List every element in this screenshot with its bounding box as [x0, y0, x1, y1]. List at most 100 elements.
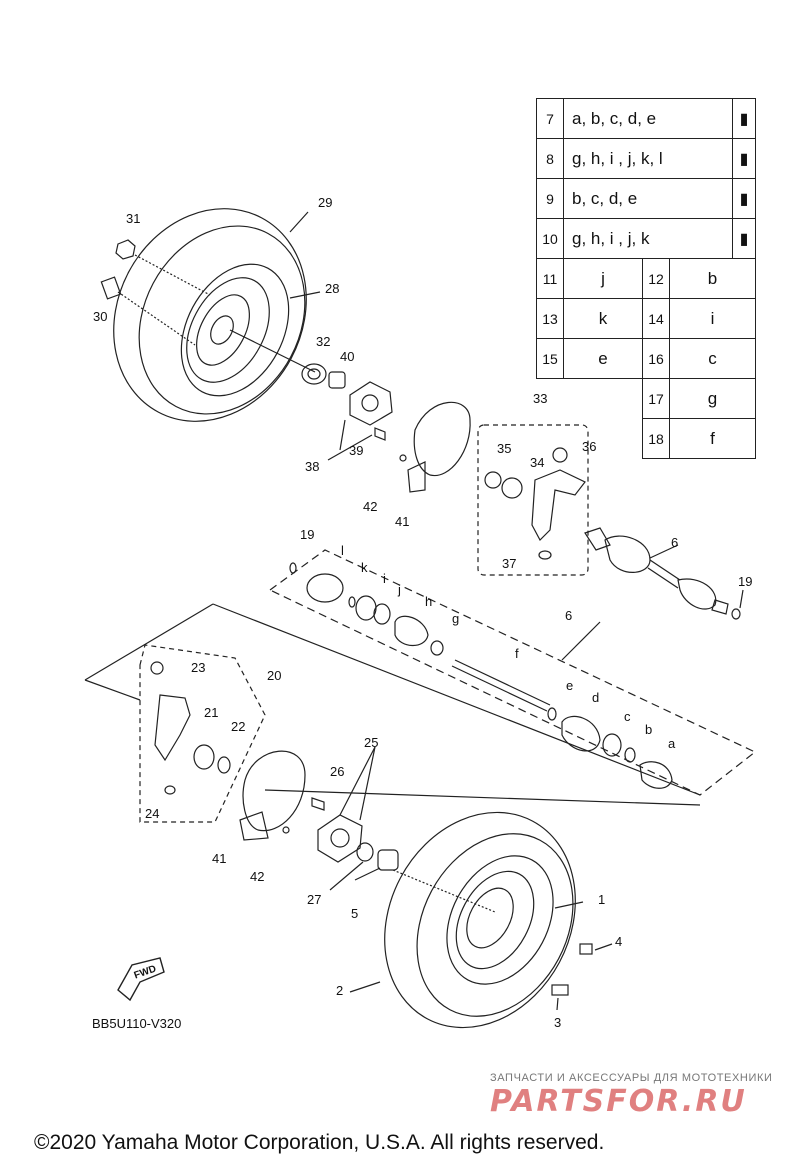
callout-c: c	[624, 709, 631, 724]
collar-5	[377, 849, 399, 871]
watermark-brand: PARTSFOR.RU	[490, 1084, 747, 1119]
callout-19: 19	[300, 527, 315, 542]
callout-26: 26	[330, 764, 345, 779]
drive-shaft-assembly	[584, 527, 729, 615]
callout-h: h	[425, 594, 433, 609]
circlip-k	[348, 596, 356, 608]
band-g	[430, 640, 444, 656]
callout-f: f	[515, 646, 519, 661]
table-cell-contents: g, h, i , j, k, l	[563, 138, 733, 179]
callout-4: 4	[615, 934, 623, 949]
bolt-26	[311, 797, 325, 811]
callout-30: 30	[93, 309, 108, 324]
circlip-e	[547, 707, 557, 721]
wheel-nut-4	[579, 943, 593, 955]
table-cell-contents: c	[669, 338, 756, 379]
joint-a	[639, 761, 673, 789]
callout-29: 29	[318, 195, 333, 210]
knuckle-group-box-33	[477, 424, 589, 576]
table-cell-contents: a, b, c, d, e	[563, 98, 733, 139]
brake-disc-upper	[407, 401, 471, 493]
bolt-42-lower	[282, 826, 290, 834]
knuckle-21	[154, 694, 191, 762]
callout-i: i	[383, 571, 386, 586]
table-cell-contents: e	[563, 338, 643, 379]
bearing-32	[301, 363, 327, 385]
table-cell-num: 14	[642, 298, 670, 339]
callout-2: 2	[336, 983, 344, 998]
callout-23: 23	[191, 660, 206, 675]
shaft-f	[454, 659, 551, 706]
boot-h	[394, 615, 429, 647]
bolt-39	[374, 427, 386, 441]
table-row: 9 b, c, d, e ▮	[536, 178, 756, 219]
callout-a: a	[668, 736, 676, 751]
collar-40	[328, 371, 346, 389]
callout-6: 6	[671, 535, 679, 550]
copyright-notice: ©2020 Yamaha Motor Corporation, U.S.A. A…	[34, 1131, 605, 1154]
wheel-stud-30	[100, 276, 122, 300]
callout-25: 25	[364, 735, 379, 750]
table-row: 11 j 12 b	[536, 258, 756, 299]
cap-24	[164, 785, 176, 795]
callout-37: 37	[502, 556, 517, 571]
table-cell-contents: f	[669, 418, 756, 459]
table-cell-contents: j	[563, 258, 643, 299]
callout-38: 38	[305, 459, 320, 474]
table-cell-num: 9	[536, 178, 564, 219]
callout-19-right: 19	[738, 574, 753, 589]
hub-38	[349, 381, 393, 426]
table-cell-num: 17	[642, 378, 670, 419]
grease-tube-icon: ▮	[732, 138, 756, 179]
callout-34: 34	[530, 455, 545, 470]
table-cell-contents: k	[563, 298, 643, 339]
callout-41: 41	[395, 514, 410, 529]
ball-joint-36	[552, 447, 568, 463]
table-cell-num: 7	[536, 98, 564, 139]
wheel-nut-31	[115, 239, 136, 260]
table-row: 15 e 16 c	[536, 338, 756, 379]
callout-42: 42	[363, 499, 378, 514]
lower-tire	[384, 811, 576, 1029]
callout-b: b	[645, 722, 653, 737]
table-cell-num: 12	[642, 258, 670, 299]
grease-tube-icon: ▮	[732, 178, 756, 219]
watermark-tagline: ЗАПЧАСТИ И АКСЕССУАРЫ ДЛЯ МОТОТЕХНИКИ	[490, 1072, 773, 1084]
callout-39: 39	[349, 443, 364, 458]
table-row: 8 g, h, i , j, k, l ▮	[536, 138, 756, 179]
ball-joint-23	[150, 661, 164, 675]
callout-1: 1	[598, 892, 606, 907]
table-row: 13 k 14 i	[536, 298, 756, 339]
grease-tube-icon: ▮	[732, 98, 756, 139]
shaft-kit-box-6	[268, 549, 757, 796]
hub-25	[317, 814, 363, 863]
callout-21: 21	[204, 705, 219, 720]
band-c	[602, 733, 622, 757]
callout-3: 3	[554, 1015, 562, 1030]
callout-k: k	[361, 560, 368, 575]
table-cell-num: 8	[536, 138, 564, 179]
circlip-35	[484, 471, 502, 489]
table-cell-contents: g	[669, 378, 756, 419]
callout-28: 28	[325, 281, 340, 296]
joint-l	[306, 573, 344, 603]
table-cell-contents: i	[669, 298, 756, 339]
table-cell-contents: b	[669, 258, 756, 299]
table-row: 17 g	[537, 378, 756, 419]
callout-22: 22	[231, 719, 246, 734]
callout-36: 36	[582, 439, 597, 454]
circlip-22	[217, 756, 231, 774]
diagram-code: BB5U110-V320	[92, 1016, 182, 1031]
callout-41-lower: 41	[212, 851, 227, 866]
callout-l: l	[341, 543, 344, 558]
band-i	[373, 603, 391, 625]
callout-d: d	[592, 690, 600, 705]
table-cell-contents: b, c, d, e	[563, 178, 733, 219]
callout-5: 5	[351, 906, 359, 921]
knuckle-34	[531, 469, 586, 541]
fwd-arrow-icon	[117, 957, 165, 1002]
callout-20: 20	[267, 668, 282, 683]
table-cell-contents: g, h, i , j, k	[563, 218, 733, 259]
table-cell-num: 16	[642, 338, 670, 379]
boot-d	[561, 715, 601, 752]
